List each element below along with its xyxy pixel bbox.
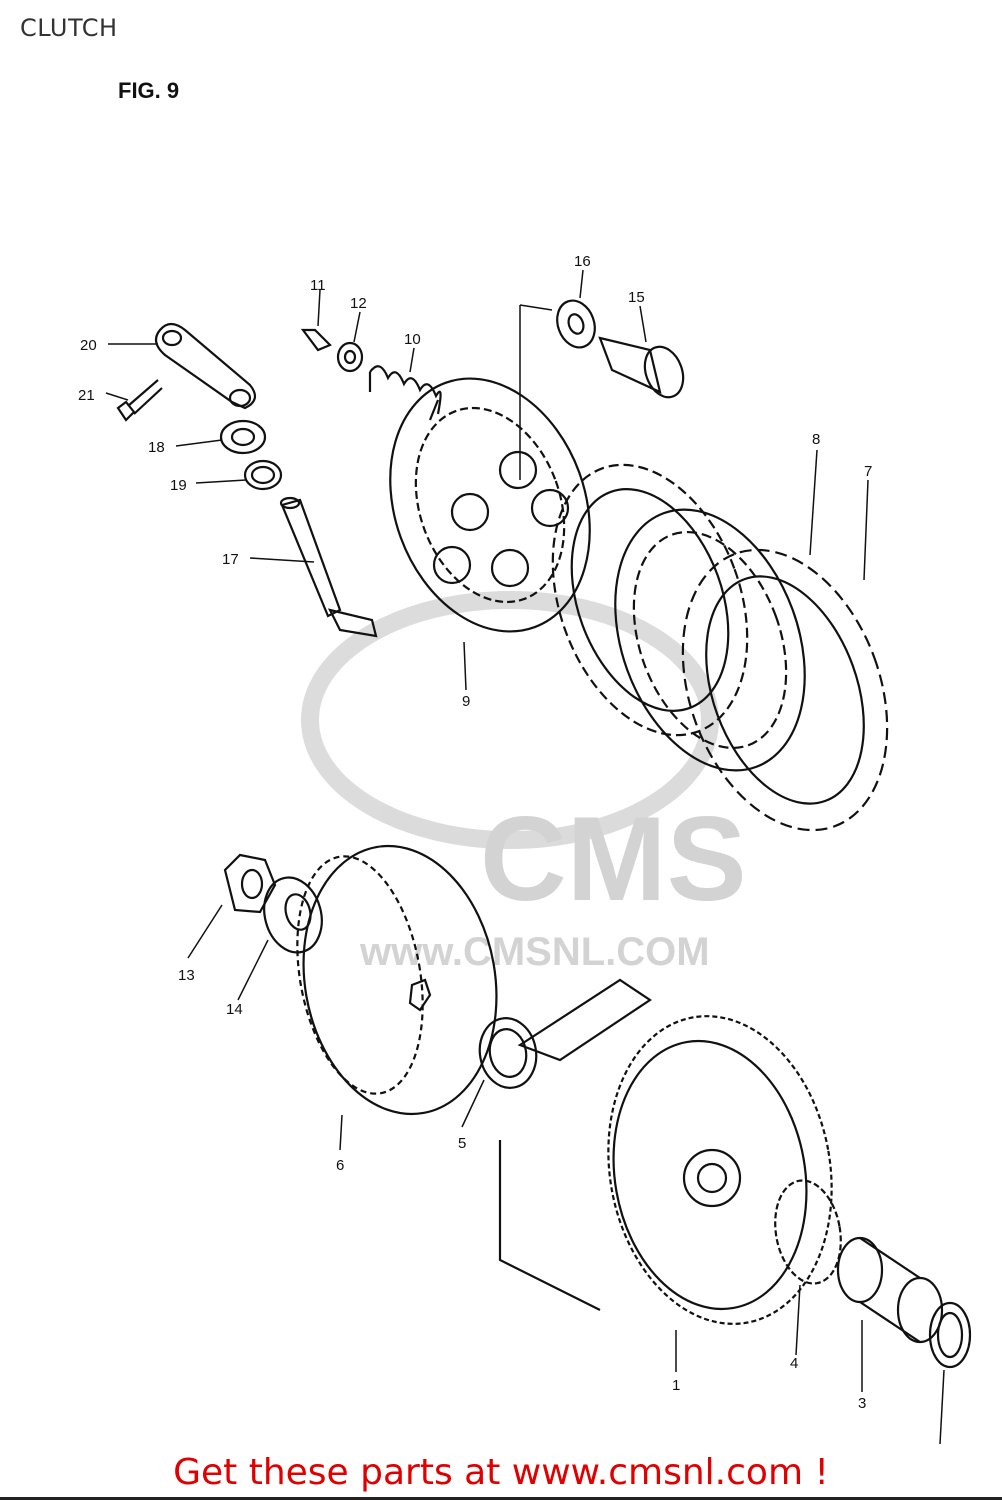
part-4-drive-gear xyxy=(774,1179,842,1285)
part-21-bolt xyxy=(116,379,163,422)
callout-3: 3 xyxy=(858,1395,866,1412)
footer-divider xyxy=(0,1497,1002,1500)
watermark: CMS www.CMSNL.COM xyxy=(301,591,747,974)
callout-17: 17 xyxy=(222,551,239,568)
callout-15: 15 xyxy=(628,289,645,306)
part-1-clutch-housing xyxy=(498,978,833,1325)
callout-18: 18 xyxy=(148,439,165,456)
callout-1: 1 xyxy=(672,1377,680,1394)
part-12-washer xyxy=(336,341,364,373)
callout-5: 5 xyxy=(458,1135,466,1152)
callout-8: 8 xyxy=(812,431,820,448)
leader-lines xyxy=(105,269,945,1445)
callout-21: 21 xyxy=(78,387,95,404)
part-7-drive-plate xyxy=(681,548,889,832)
callout-9: 9 xyxy=(462,693,470,710)
watermark-brand: CMS xyxy=(480,792,747,926)
part-8-friction-plates xyxy=(551,463,806,772)
page-title: CLUTCH xyxy=(20,14,118,42)
part-10-spring xyxy=(368,365,442,421)
callout-labels: 1 2 3 4 5 6 7 8 9 10 11 12 13 14 15 16 1… xyxy=(78,253,944,1450)
part-18-washer xyxy=(219,419,267,455)
figure-label: FIG. 9 xyxy=(118,78,180,103)
callout-14: 14 xyxy=(226,1001,243,1018)
cmsnl-parts-link[interactable]: Get these parts at www.cmsnl.com ! xyxy=(173,1452,829,1493)
clutch-exploded-diagram: CMS www.CMSNL.COM xyxy=(78,253,972,1450)
part-6-sleeve-hub xyxy=(296,844,498,1116)
callout-20: 20 xyxy=(80,337,97,354)
callout-2: 2 xyxy=(936,1449,944,1450)
part-3-spacer xyxy=(836,1236,944,1344)
part-13-nut xyxy=(223,853,277,914)
callout-16: 16 xyxy=(574,253,591,270)
callout-13: 13 xyxy=(178,967,195,984)
watermark-url: www.CMSNL.COM xyxy=(359,930,710,974)
callout-11: 11 xyxy=(310,277,326,294)
callout-12: 12 xyxy=(350,295,367,312)
part-19-ring xyxy=(243,459,283,491)
part-5-washer xyxy=(478,1017,538,1089)
callout-4: 4 xyxy=(790,1355,798,1372)
part-9-pressure-plate xyxy=(389,377,591,633)
part-11-screw xyxy=(300,328,332,352)
callout-19: 19 xyxy=(170,477,187,494)
part-2-washer xyxy=(928,1301,972,1369)
part-14-lock-washer xyxy=(263,876,323,954)
callout-6: 6 xyxy=(336,1157,344,1174)
callout-7: 7 xyxy=(864,463,872,480)
callout-10: 10 xyxy=(404,331,421,348)
part-20-release-arm xyxy=(154,322,257,410)
part-17-shaft xyxy=(279,496,378,638)
part-15-pin xyxy=(598,336,685,399)
part-16-washer xyxy=(556,299,596,349)
